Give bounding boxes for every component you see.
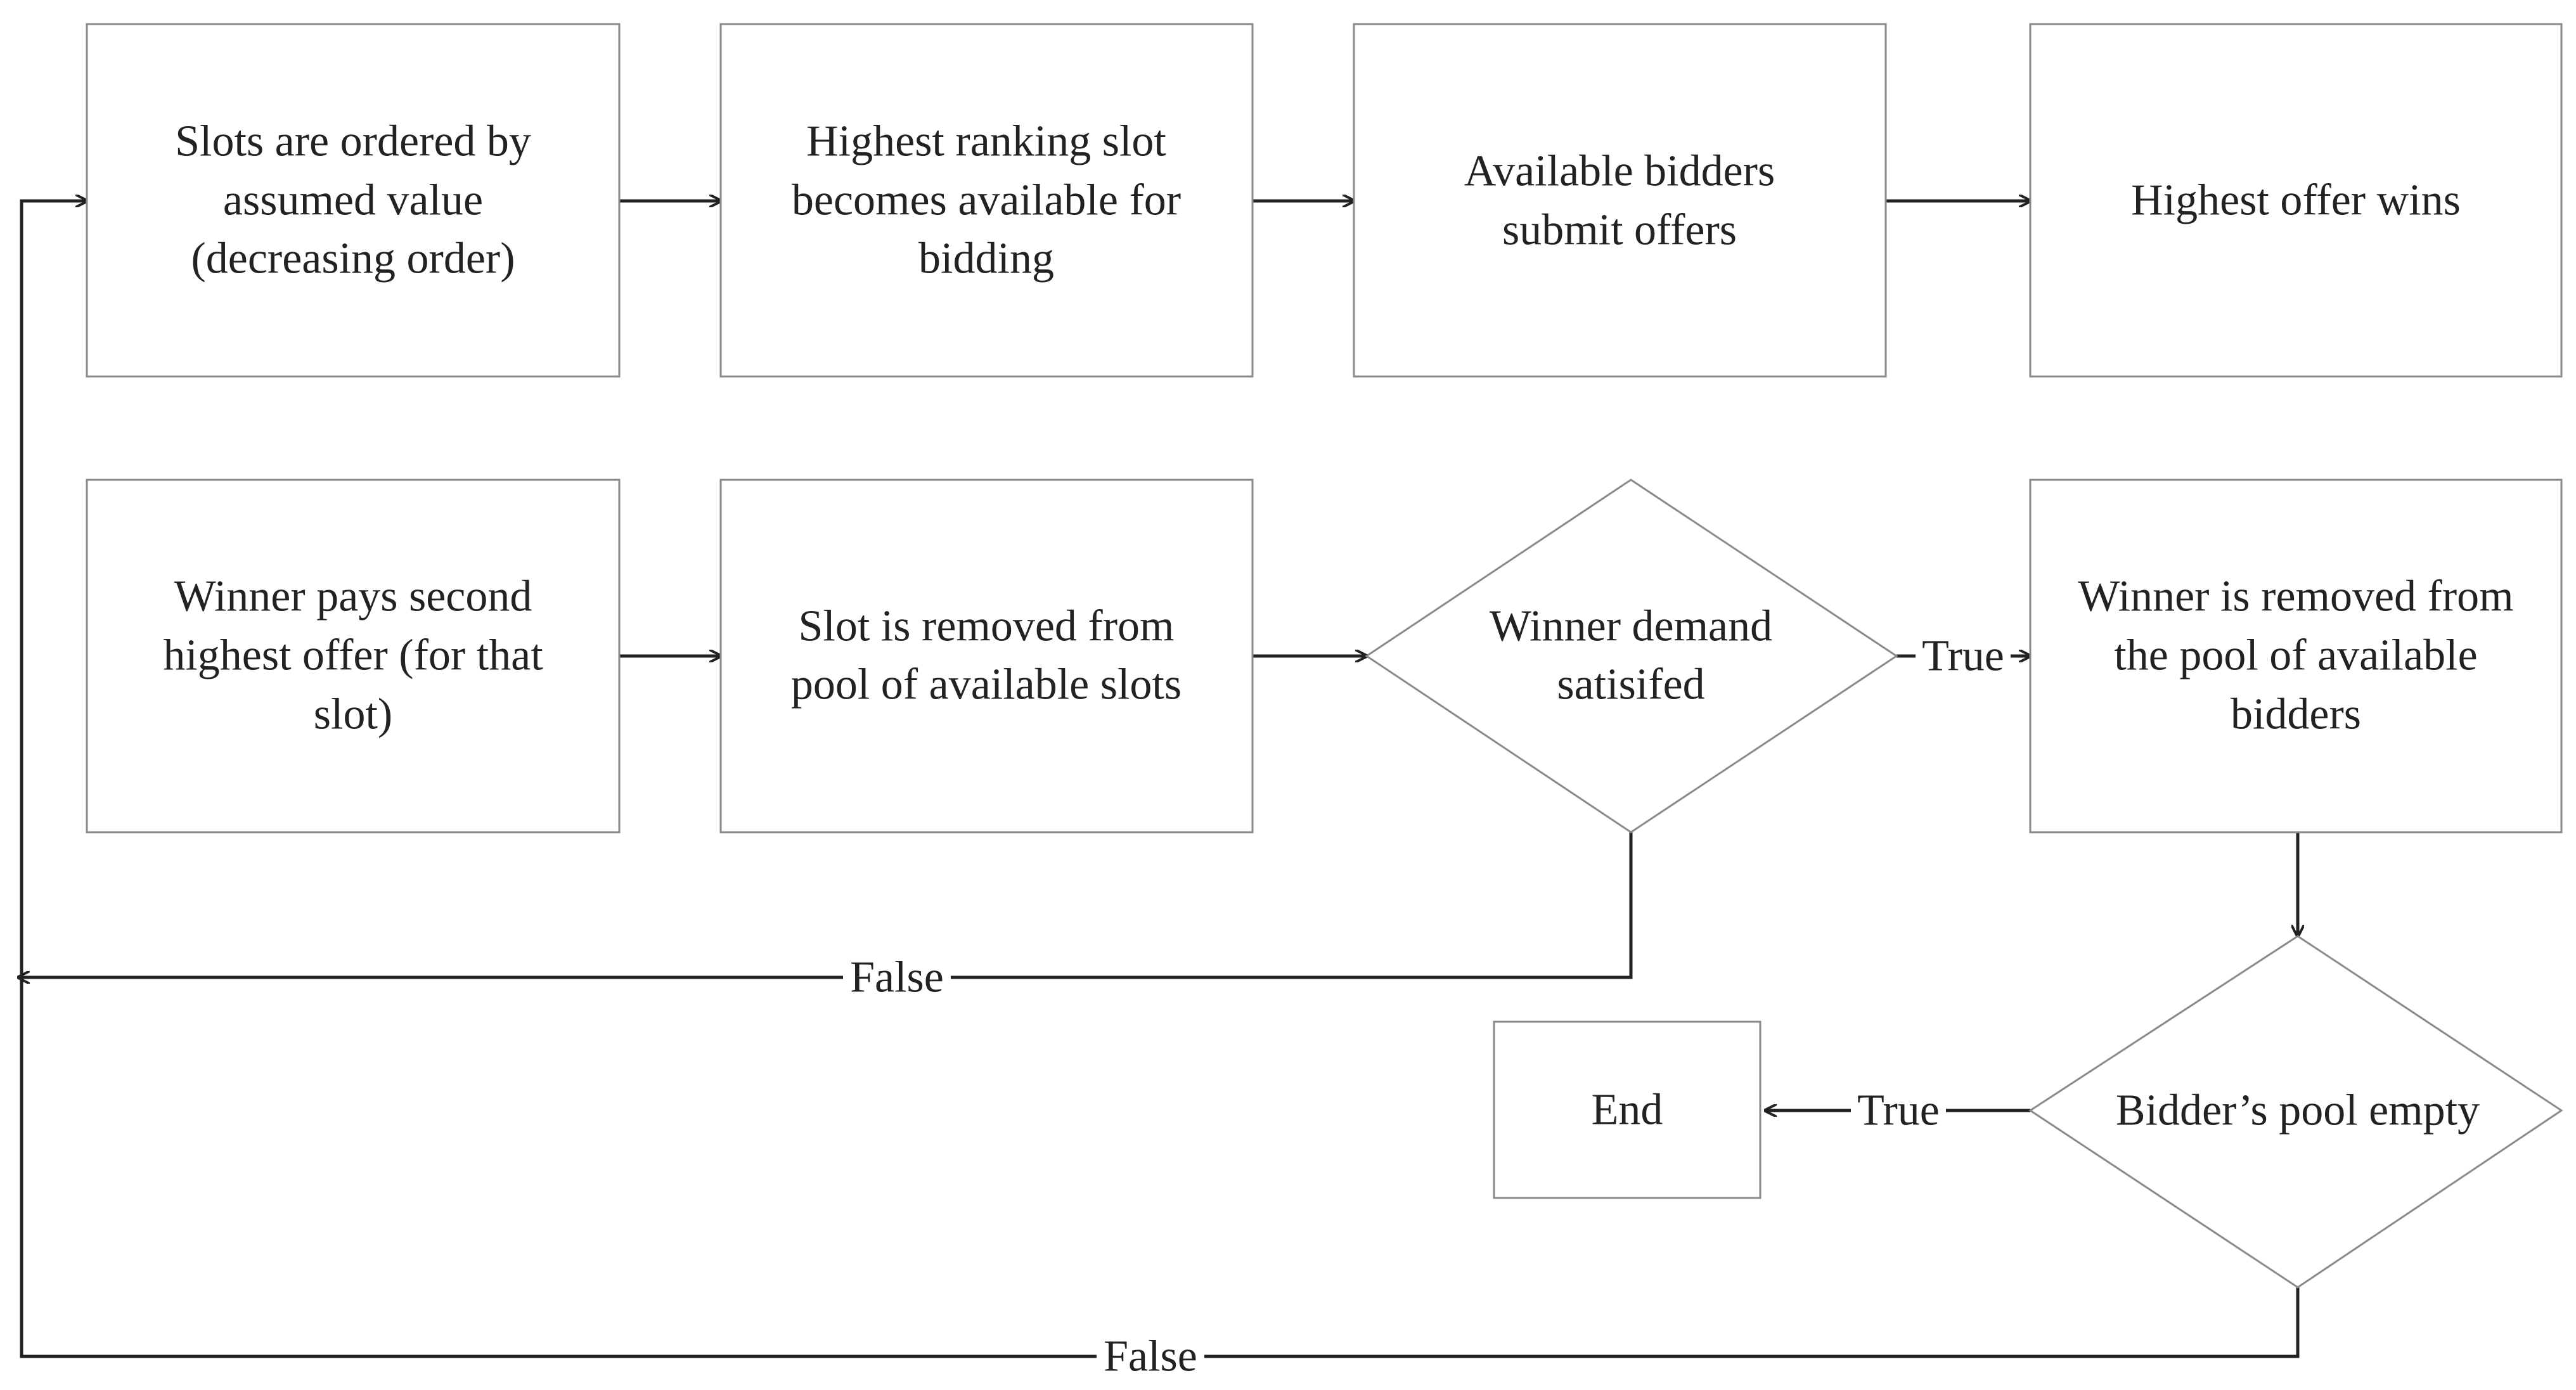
node-pool-empty-line-1: Bidder’s pool empty	[2116, 1086, 2480, 1135]
node-end-line-1: End	[1592, 1086, 1663, 1135]
node-winner-removed-line-3: bidders	[2231, 690, 2361, 739]
node-bidders-submit: Available bidders submit offers	[1353, 23, 1887, 378]
node-winner-removed: Winner is removed from the pool of avail…	[2029, 479, 2563, 833]
node-slots-ordered-line-1: Slots are ordered by	[175, 117, 531, 166]
node-highest-ranking-line-3: bidding	[918, 235, 1054, 283]
node-end: End	[1493, 1020, 1761, 1199]
node-demand-satisfied-line-2: satisifed	[1557, 660, 1704, 709]
node-highest-ranking: Highest ranking slot becomes available f…	[719, 23, 1254, 378]
node-slot-removed-line-2: pool of available slots	[791, 660, 1182, 709]
node-bidders-submit-line-2: submit offers	[1502, 206, 1737, 255]
true-label-demand-text: True	[1922, 632, 2004, 681]
true-label-pool-text: True	[1857, 1086, 1940, 1135]
nodes: Slots are ordered by assumed value (decr…	[86, 23, 2563, 1289]
node-highest-ranking-line-1: Highest ranking slot	[806, 117, 1166, 166]
node-highest-ranking-line-2: becomes available for	[792, 176, 1181, 225]
node-slots-ordered: Slots are ordered by assumed value (decr…	[86, 23, 621, 378]
false-label-pool: False	[1097, 1330, 1204, 1381]
false-label-demand-text: False	[850, 953, 944, 1002]
node-slot-removed-line-1: Slot is removed from	[799, 602, 1175, 651]
node-pool-empty: Bidder’s pool empty	[2028, 935, 2563, 1289]
node-demand-satisfied-line-1: Winner demand	[1490, 602, 1772, 651]
edge-pool-empty-false-loop	[20, 201, 2300, 1358]
node-slots-ordered-line-3: (decreasing order)	[191, 235, 515, 283]
edge-demand-satisfied-false-loop	[18, 832, 1633, 977]
node-demand-satisfied: Winner demand satisifed	[1365, 479, 1898, 833]
node-winner-pays-line-2: highest offer (for that	[163, 631, 543, 680]
node-winner-removed-line-1: Winner is removed from	[2078, 572, 2513, 621]
false-label-pool-text: False	[1104, 1332, 1197, 1381]
node-highest-offer-wins: Highest offer wins	[2029, 23, 2563, 378]
node-winner-pays-line-3: slot)	[314, 690, 392, 739]
node-slots-ordered-line-2: assumed value	[223, 176, 483, 225]
false-label-demand: False	[843, 951, 951, 1002]
node-bidders-submit-line-1: Available bidders	[1464, 147, 1775, 196]
node-slot-removed: Slot is removed from pool of available s…	[719, 479, 1254, 833]
node-winner-pays-line-1: Winner pays second	[174, 572, 532, 621]
node-highest-offer-wins-line-1: Highest offer wins	[2131, 176, 2461, 225]
node-winner-pays: Winner pays second highest offer (for th…	[86, 479, 621, 833]
edge-labels: True False True False	[843, 629, 2011, 1381]
true-label-demand: True	[1916, 629, 2011, 681]
node-winner-removed-line-2: the pool of available	[2114, 631, 2477, 680]
true-label-pool: True	[1851, 1084, 1946, 1135]
